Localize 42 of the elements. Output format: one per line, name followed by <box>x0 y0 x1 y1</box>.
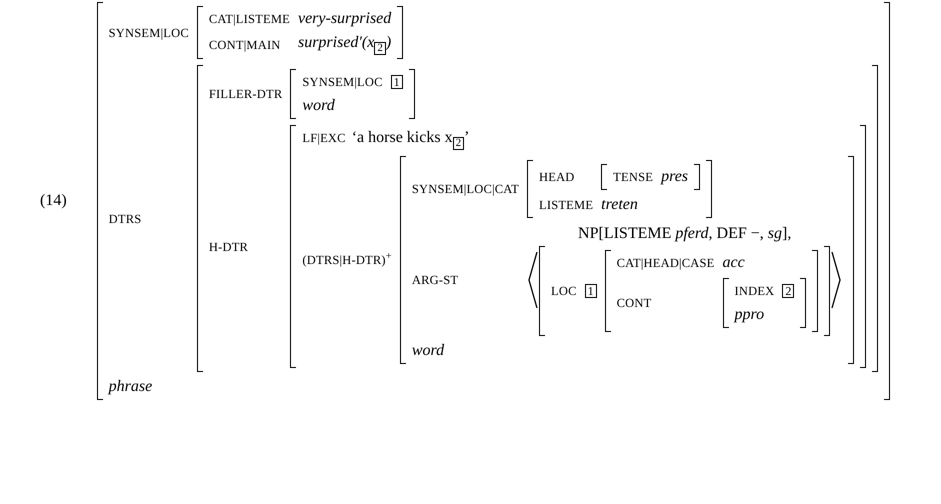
type-label: word <box>302 97 335 114</box>
feature-name: ARG-ST <box>412 273 458 287</box>
feature-name: (DTRS|H-DTR)$^{+}$ <box>302 253 392 268</box>
feature-value: pres <box>661 168 688 185</box>
attribute-value-matrix <box>527 160 712 218</box>
type-label: ppro <box>734 306 764 323</box>
type-label: phrase <box>108 378 152 395</box>
tag-number: 1 <box>584 284 597 298</box>
feature-name: LOC <box>551 284 577 298</box>
feature-name: CONT|MAIN <box>208 38 281 52</box>
tag-number: 1 <box>390 75 403 89</box>
feature-name: TENSE <box>613 170 654 184</box>
feature-name: CONT <box>616 296 652 310</box>
feature-value: very-surprised <box>298 10 392 27</box>
attribute-value-matrix <box>290 125 866 368</box>
feature-name: DTRS <box>108 212 142 226</box>
attribute-value-matrix <box>601 164 700 190</box>
feature-name: H-DTR <box>208 240 248 254</box>
feature-name: SYNSEM|LOC <box>108 26 189 40</box>
feature-name: INDEX <box>734 284 774 298</box>
feature-name: SYNSEM|LOC|CAT <box>412 182 519 196</box>
tag-number: 2 <box>782 284 794 298</box>
attribute-value-matrix <box>290 69 415 119</box>
feature-value: acc <box>722 254 745 271</box>
attribute-value-matrix <box>604 250 818 332</box>
attribute-value-matrix <box>196 65 878 372</box>
attribute-value-matrix <box>196 6 404 59</box>
feature-name: FILLER-DTR <box>208 87 282 101</box>
feature-name: SYNSEM|LOC <box>302 75 383 89</box>
feature-name: CAT|LISTEME <box>208 12 290 26</box>
feature-name: LF|EXC <box>302 131 346 145</box>
feature-value: treten <box>601 196 638 213</box>
attribute-value-matrix <box>539 224 830 336</box>
example-number: (14) <box>40 192 67 210</box>
type-label: word <box>412 342 444 359</box>
feature-name: HEAD <box>539 170 575 184</box>
feature-name: LISTEME <box>539 198 594 212</box>
category-label: NP[LISTEME pferd, DEF −, sg], <box>577 225 792 244</box>
attribute-value-matrix <box>96 2 890 400</box>
attribute-value-matrix <box>400 156 854 364</box>
attribute-value-matrix <box>722 278 806 328</box>
feature-name: CAT|HEAD|CASE <box>616 256 714 270</box>
